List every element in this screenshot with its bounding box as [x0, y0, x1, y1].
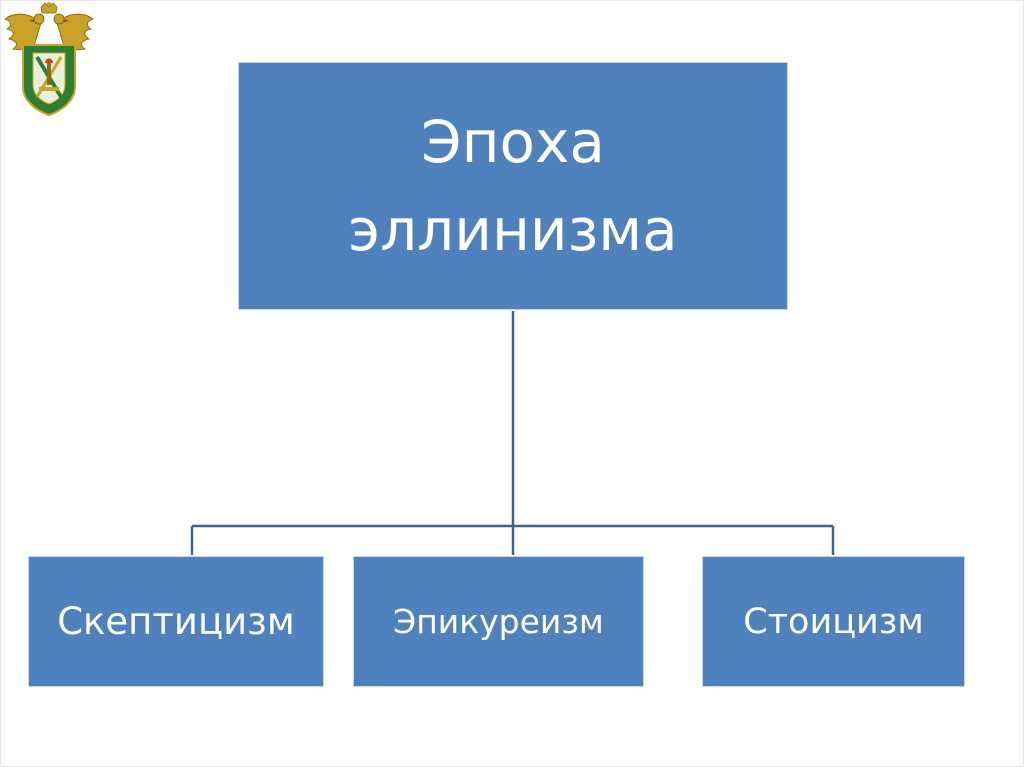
child-node-label: Стоицизм: [743, 601, 924, 642]
child-node-label: Скептицизм: [57, 600, 295, 643]
child-node-label: Эпикуреизм: [393, 602, 604, 641]
child-node-epicureanism: Эпикуреизм: [353, 556, 644, 687]
root-node-label: Эпоха эллинизма: [348, 108, 678, 264]
double-headed-eagle-emblem-icon: [4, 2, 94, 117]
child-node-stoicism: Стоицизм: [702, 556, 965, 687]
child-node-skepticism: Скептицизм: [28, 556, 324, 687]
root-node-hellenistic-era: Эпоха эллинизма: [238, 62, 788, 310]
